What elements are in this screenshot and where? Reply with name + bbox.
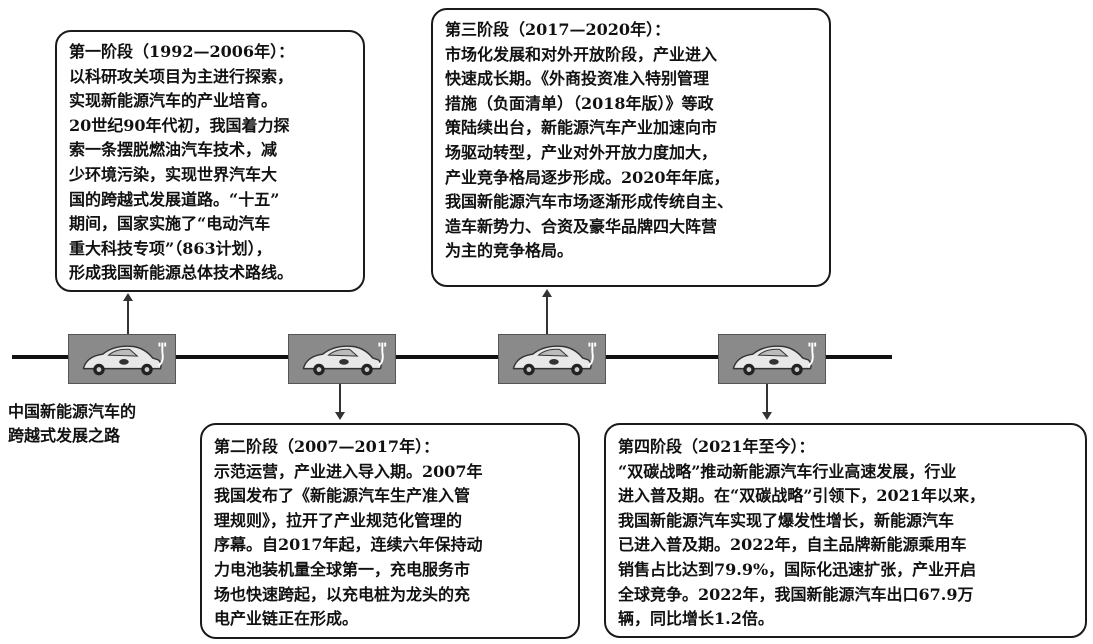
stage2-box: 第二阶段（2007—2017年）： 示范运营，产业进入导入期。2007年 我国发…	[200, 423, 580, 639]
stage2-line: 示范运营，产业进入导入期。2007年	[214, 461, 483, 481]
stage3-line: 快速成长期。《外商投资准入特别管理	[445, 69, 710, 89]
stage1-line: 形成我国新能源总体技术路线。	[69, 263, 294, 283]
connector-stage1	[127, 300, 129, 338]
path-label-line: 中国新能源汽车的	[8, 402, 137, 421]
stage1-line: 索一条摆脱燃油汽车技术，减	[69, 140, 278, 160]
arrow-stage2	[335, 412, 345, 420]
stage3-line: 造车新势力、合资及豪华品牌四大阵营	[445, 216, 718, 236]
stage4-box: 第四阶段（2021年至今）： “双碳战略”推动新能源汽车行业高速发展，行业 进入…	[604, 423, 1087, 638]
arrow-stage3	[542, 289, 552, 297]
arrow-stage1	[123, 293, 133, 301]
stage2-line: 电产业链正在形成。	[214, 609, 359, 629]
stage4-title: 第四阶段（2021年至今）：	[618, 437, 815, 456]
stage1-line: 20世纪90年代初，我国着力探	[69, 115, 290, 135]
stage1-title: 第一阶段（1992—2006年）：	[69, 42, 295, 61]
stage2-line: 力电池装机量全球第一，充电服务市	[214, 559, 471, 579]
connector-stage3	[546, 296, 548, 336]
connector-stage2	[339, 382, 341, 412]
electric-car-icon	[718, 334, 826, 384]
timeline-axis	[12, 355, 892, 359]
stage3-line: 我国新能源汽车市场逐渐形成传统自主、	[445, 192, 734, 212]
stage4-line: 进入普及期。在“双碳战略”引领下，2021年以来，	[618, 486, 985, 506]
stage2-line: 序幕。自2017年起，连续六年保持动	[214, 535, 483, 555]
stage3-line: 为主的竞争格局。	[445, 241, 574, 261]
connector-stage4	[766, 382, 768, 412]
stage1-box: 第一阶段（1992—2006年）： 以科研攻关项目为主进行探索， 实现新能源汽车…	[55, 30, 365, 292]
stage1-line: 实现新能源汽车的产业培育。	[69, 91, 278, 111]
electric-car-icon	[68, 334, 176, 384]
stage2-line: 场也快速跨起，以充电桩为龙头的充	[214, 584, 471, 604]
stage2-line: 我国发布了《新能源汽车生产准入管	[214, 486, 471, 506]
path-label-line: 跨越式发展之路	[8, 426, 121, 445]
stage1-line: 期间，国家实施了“电动汽车	[69, 214, 271, 234]
stage3-line: 策陆续出台，新能源汽车产业加速向市	[445, 118, 718, 138]
stage3-line: 措施（负面清单）（2018年版）》等政	[445, 93, 714, 113]
arrow-stage4	[762, 412, 772, 420]
stage2-line: 理规则》，拉开了产业规范化管理的	[214, 510, 463, 530]
stage3-title: 第三阶段（2017—2020年）：	[445, 20, 671, 39]
stage1-line: 以科研攻关项目为主进行探索，	[69, 66, 294, 86]
stage4-line: 已进入普及期。2022年，自主品牌新能源乘用车	[618, 535, 967, 555]
stage1-line: 少环境污染，实现世界汽车大	[69, 164, 278, 184]
stage1-line: 国的跨越式发展道路。“十五”	[69, 189, 280, 209]
stage4-line: 辆，同比增长1.2倍。	[618, 609, 774, 629]
electric-car-icon	[498, 334, 606, 384]
path-label: 中国新能源汽车的 跨越式发展之路	[8, 400, 178, 448]
stage4-line: 销售占比达到79.9%，国际化迅速扩张，产业开启	[618, 559, 977, 579]
stage4-line: 全球竞争。2022年，我国新能源汽车出口67.9万	[618, 584, 974, 604]
stage2-title: 第二阶段（2007—2017年）：	[214, 437, 440, 456]
stage1-line: 重大科技专项”（863计划），	[69, 238, 272, 258]
stage4-line: “双碳战略”推动新能源汽车行业高速发展，行业	[618, 461, 957, 481]
electric-car-icon	[288, 334, 396, 384]
stage4-line: 我国新能源汽车实现了爆发性增长，新能源汽车	[618, 510, 955, 530]
stage3-line: 场驱动转型，产业对外开放力度加大，	[445, 142, 718, 162]
stage3-box: 第三阶段（2017—2020年）： 市场化发展和对外开放阶段，产业进入 快速成长…	[431, 8, 831, 287]
stage3-line: 市场化发展和对外开放阶段，产业进入	[445, 44, 718, 64]
stage3-line: 产业竞争格局逐步形成。2020年年底，	[445, 167, 730, 187]
